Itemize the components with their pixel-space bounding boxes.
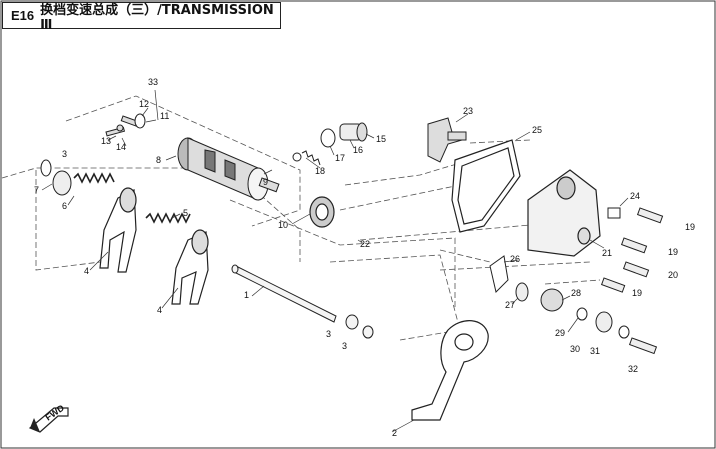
callout-label-c11: 11 xyxy=(160,111,169,121)
callout-label-c14: 14 xyxy=(116,142,126,152)
callout-label-c12: 12 xyxy=(139,99,149,109)
callout-label-c8: 8 xyxy=(156,155,161,165)
bearing xyxy=(309,196,335,228)
callout-label-c15: 15 xyxy=(376,134,386,144)
callout-label-c20: 20 xyxy=(668,270,678,280)
fwd-arrow-icon: FWD xyxy=(28,402,69,433)
callout-label-c19c: 19 xyxy=(632,288,642,298)
fwd-badge-text: FWD xyxy=(43,402,66,422)
shift-drum xyxy=(177,137,280,201)
shift-forks xyxy=(99,187,209,305)
leader-lines xyxy=(41,89,629,433)
title-box: E16 换档变速总成（三）/TRANSMISSION Ⅲ xyxy=(2,2,281,33)
cover-bolts xyxy=(600,207,664,355)
callout-label-c6: 6 xyxy=(62,201,67,211)
callout-label-c5: 5 xyxy=(183,208,188,218)
callout-label-c24: 24 xyxy=(630,191,640,201)
callout-labels: 3312111314837691817161510544122332325241… xyxy=(34,77,695,438)
callout-label-c30: 30 xyxy=(570,344,580,354)
callout-label-c1: 1 xyxy=(244,290,249,300)
callout-label-c4a: 4 xyxy=(84,266,89,276)
shift-lever xyxy=(411,320,489,421)
diagram-title: 换档变速总成（三）/TRANSMISSION Ⅲ xyxy=(40,2,274,33)
callout-label-c27: 27 xyxy=(505,300,515,310)
sector-gear xyxy=(427,117,467,163)
callout-label-c28: 28 xyxy=(571,288,581,298)
callout-label-c22: 22 xyxy=(360,239,370,249)
callout-label-c29: 29 xyxy=(555,328,565,338)
callout-label-c33: 33 xyxy=(148,77,158,87)
lower-parts xyxy=(489,255,630,339)
diagram-code: E16 xyxy=(11,8,35,23)
callout-label-c19a: 19 xyxy=(685,222,695,232)
callout-label-c7: 7 xyxy=(34,185,39,195)
callout-label-c21: 21 xyxy=(602,248,612,258)
callout-label-c18: 18 xyxy=(315,166,325,176)
callout-label-c23: 23 xyxy=(463,106,473,116)
assembly-boundaries xyxy=(1,95,601,341)
callout-label-c25: 25 xyxy=(532,125,542,135)
callout-label-c19b: 19 xyxy=(668,247,678,257)
callout-label-c3b: 3 xyxy=(326,329,331,339)
small-bolts xyxy=(105,113,146,137)
callout-label-c17: 17 xyxy=(335,153,345,163)
fork-shaft xyxy=(231,264,374,339)
callout-label-c16: 16 xyxy=(353,145,363,155)
callout-label-c3a: 3 xyxy=(62,149,67,159)
callout-label-c32: 32 xyxy=(628,364,638,374)
callout-label-c3c: 3 xyxy=(342,341,347,351)
callout-label-c13: 13 xyxy=(101,136,111,146)
callout-label-c4b: 4 xyxy=(157,305,162,315)
callout-label-c31: 31 xyxy=(590,346,600,356)
shift-springs xyxy=(40,159,191,224)
detent-spring-set xyxy=(292,122,368,166)
callout-label-c2: 2 xyxy=(392,428,397,438)
cover-assembly xyxy=(451,139,601,257)
callout-label-c9: 9 xyxy=(263,177,268,187)
callout-label-c10: 10 xyxy=(278,220,288,230)
callout-label-c26: 26 xyxy=(510,254,520,264)
